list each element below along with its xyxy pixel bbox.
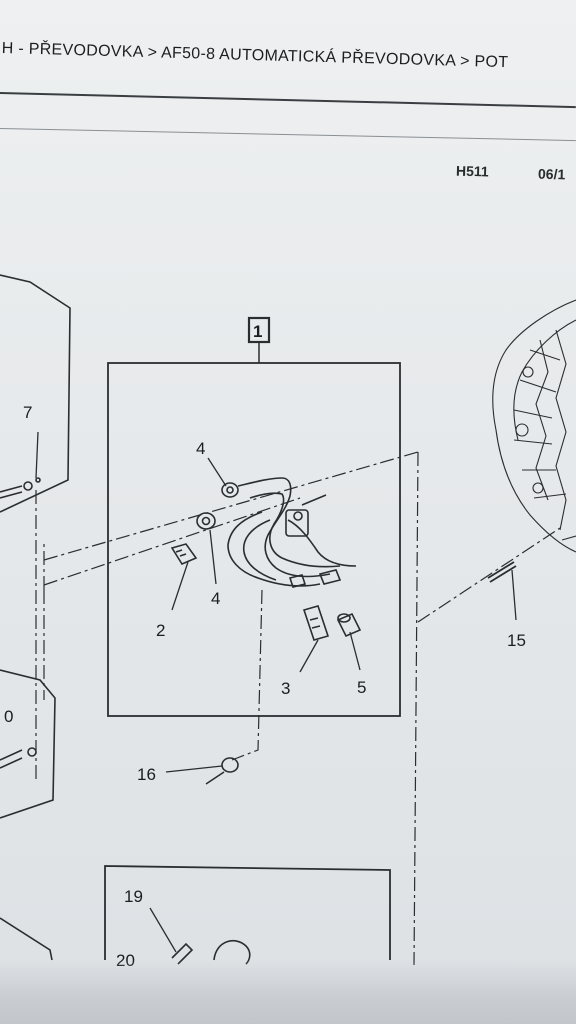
callout-2: 2 xyxy=(156,621,165,640)
transmission-housing xyxy=(492,299,576,553)
callout-19: 19 xyxy=(124,887,143,906)
callout-10: 0 xyxy=(4,707,13,726)
part-7 xyxy=(0,477,41,499)
guide-line-upper xyxy=(43,451,419,561)
callout-3: 3 xyxy=(281,679,290,698)
left-panel-middle xyxy=(0,669,56,819)
callout-1: 1 xyxy=(253,322,262,341)
part-10 xyxy=(0,747,37,769)
callout-16: 16 xyxy=(137,765,156,784)
left-panel-bottom xyxy=(0,917,53,961)
connector-3 xyxy=(302,605,330,641)
callout-5: 5 xyxy=(357,678,366,697)
callout-4-upper: 4 xyxy=(196,439,205,458)
bolt-16 xyxy=(205,757,239,785)
desk-surface xyxy=(0,960,576,1024)
bolt-15 xyxy=(487,561,517,583)
part-19 xyxy=(171,939,251,965)
kit-box xyxy=(107,362,401,717)
left-panel-top xyxy=(0,274,71,513)
callout-4-lower: 4 xyxy=(211,589,220,608)
callout-15: 15 xyxy=(507,631,526,650)
guide-line-middle xyxy=(43,497,301,586)
cap-5 xyxy=(336,612,362,638)
guide-line-to-15 xyxy=(417,527,561,623)
guide-line-to-16 xyxy=(231,589,263,761)
leader-lines xyxy=(35,431,517,953)
grommet-upper xyxy=(221,482,239,498)
wiring-harness xyxy=(227,477,357,588)
callout-7: 7 xyxy=(23,403,32,422)
guide-line-right-vertical xyxy=(413,451,419,966)
grommet-lower xyxy=(196,512,216,530)
bottom-box xyxy=(104,865,391,960)
connector-2 xyxy=(170,543,198,566)
